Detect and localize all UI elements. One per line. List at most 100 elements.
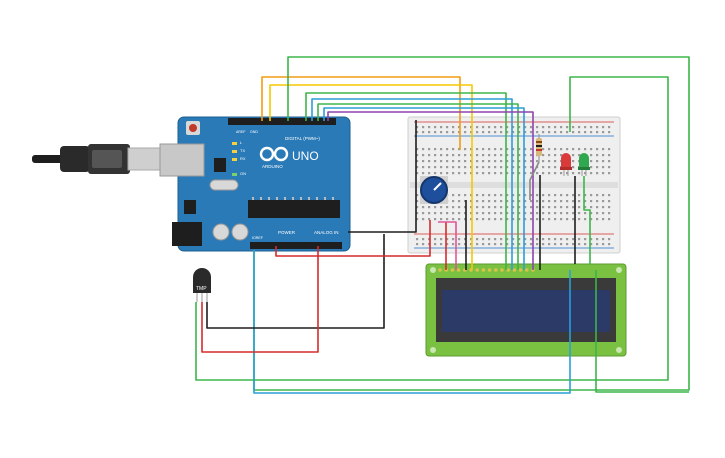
breadboard-hole <box>476 212 479 215</box>
breadboard-hole <box>470 206 473 209</box>
breadboard-hole <box>446 238 449 241</box>
breadboard-hole <box>512 218 515 221</box>
breadboard-hole <box>434 172 437 175</box>
breadboard-hole <box>434 218 437 221</box>
breadboard-hole <box>530 148 533 151</box>
wire-green <box>583 176 591 264</box>
breadboard-hole <box>536 131 539 134</box>
breadboard-hole <box>458 166 461 169</box>
breadboard-hole <box>554 243 557 246</box>
breadboard-hole <box>464 206 467 209</box>
breadboard-hole <box>512 194 515 197</box>
breadboard-hole <box>506 243 509 246</box>
red-led <box>560 153 572 176</box>
wire-green <box>195 76 669 381</box>
power-jack <box>172 222 202 246</box>
lcd-pin <box>456 268 461 272</box>
breadboard-hole <box>572 238 575 241</box>
breadboard-hole <box>488 194 491 197</box>
arduino-board[interactable]: UNO ARDUINO DIGITAL (PWM~) POWER ANALOG … <box>159 116 351 252</box>
breadboard-hole <box>578 154 581 157</box>
breadboard-hole <box>602 238 605 241</box>
breadboard-hole <box>530 172 533 175</box>
digital-header <box>228 118 336 125</box>
breadboard-hole <box>524 200 527 203</box>
breadboard-hole <box>416 212 419 215</box>
breadboard-hole <box>596 148 599 151</box>
breadboard-hole <box>584 212 587 215</box>
breadboard-hole <box>428 212 431 215</box>
breadboard-hole <box>554 206 557 209</box>
lcd-display[interactable] <box>425 263 627 357</box>
breadboard-hole <box>428 206 431 209</box>
breadboard-hole <box>590 148 593 151</box>
breadboard-hole <box>470 218 473 221</box>
breadboard-hole <box>560 212 563 215</box>
breadboard-hole <box>482 148 485 151</box>
breadboard-hole <box>428 166 431 169</box>
breadboard-hole <box>428 243 431 246</box>
gnd-label: GND <box>250 130 258 134</box>
breadboard-hole <box>488 160 491 163</box>
breadboard-hole <box>452 160 455 163</box>
breadboard-hole <box>416 160 419 163</box>
breadboard-hole <box>494 238 497 241</box>
breadboard-hole <box>470 238 473 241</box>
breadboard-hole <box>530 206 533 209</box>
breadboard-hole <box>482 212 485 215</box>
breadboard-hole <box>464 131 467 134</box>
breadboard-hole <box>602 218 605 221</box>
breadboard-hole <box>506 131 509 134</box>
breadboard-hole <box>464 126 467 129</box>
breadboard-hole <box>584 194 587 197</box>
breadboard-hole <box>548 166 551 169</box>
breadboard-hole <box>506 148 509 151</box>
breadboard-hole <box>518 148 521 151</box>
breadboard-hole <box>542 238 545 241</box>
breadboard-hole <box>476 126 479 129</box>
breadboard-hole <box>488 154 491 157</box>
breadboard-hole <box>494 200 497 203</box>
lcd-pin <box>481 268 486 272</box>
breadboard-hole <box>446 148 449 151</box>
breadboard-hole <box>608 218 611 221</box>
breadboard-hole <box>560 238 563 241</box>
temperature-sensor[interactable]: TMP <box>193 268 211 302</box>
breadboard-hole <box>464 200 467 203</box>
breadboard-hole <box>524 148 527 151</box>
breadboard-hole <box>476 206 479 209</box>
breadboard-hole <box>434 126 437 129</box>
breadboard-hole <box>608 126 611 129</box>
breadboard-hole <box>536 194 539 197</box>
breadboard-hole <box>548 126 551 129</box>
potentiometer[interactable] <box>420 176 448 204</box>
breadboard-hole <box>584 200 587 203</box>
breadboard-hole <box>530 243 533 246</box>
breadboard-hole <box>494 243 497 246</box>
breadboard-hole <box>428 154 431 157</box>
breadboard-hole <box>572 131 575 134</box>
breadboard[interactable] <box>407 116 621 254</box>
breadboard-hole <box>446 131 449 134</box>
breadboard-hole <box>584 206 587 209</box>
lcd-pin <box>500 268 504 272</box>
breadboard-hole <box>470 126 473 129</box>
breadboard-hole <box>488 238 491 241</box>
breadboard-hole <box>578 243 581 246</box>
breadboard-hole <box>500 148 503 151</box>
breadboard-hole <box>488 200 491 203</box>
breadboard-hole <box>494 206 497 209</box>
breadboard-hole <box>524 194 527 197</box>
lcd-pin <box>506 268 511 272</box>
breadboard-hole <box>578 212 581 215</box>
breadboard-hole <box>518 194 521 197</box>
breadboard-hole <box>584 243 587 246</box>
breadboard-hole <box>590 238 593 241</box>
breadboard-hole <box>578 194 581 197</box>
breadboard-hole <box>464 154 467 157</box>
breadboard-hole <box>416 172 419 175</box>
breadboard-hole <box>536 160 539 163</box>
breadboard-hole <box>458 200 461 203</box>
breadboard-hole <box>602 148 605 151</box>
breadboard-hole <box>422 218 425 221</box>
